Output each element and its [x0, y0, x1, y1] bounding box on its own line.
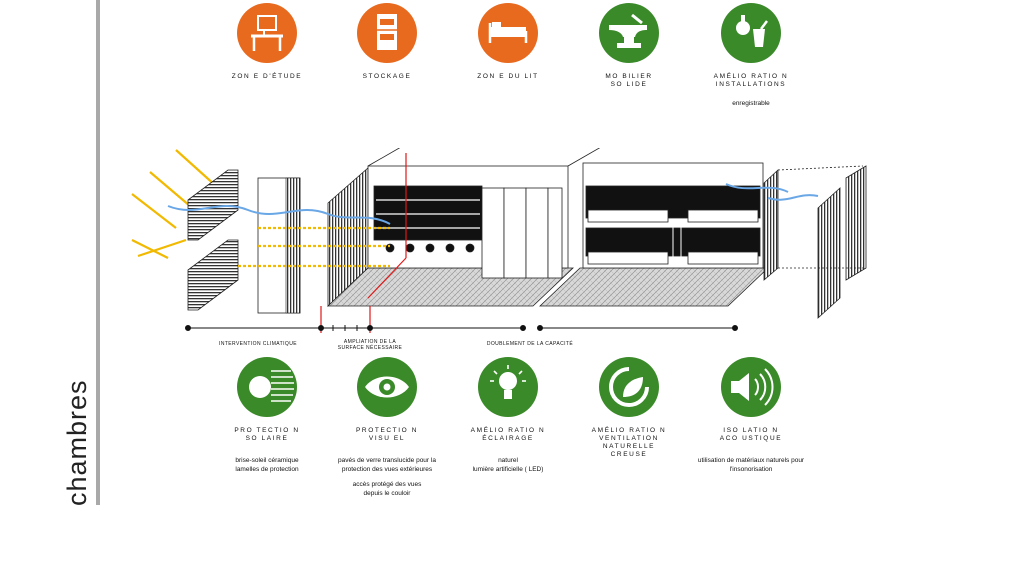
- top-item-label-bed: ZON E DU LIT: [477, 73, 539, 80]
- bottom-item-desc-visual: pavés de verre translucide pour la prote…: [338, 457, 436, 473]
- top-item-label-storage: STOCKAGE: [362, 73, 412, 80]
- side-divider: [96, 0, 100, 505]
- bottom-item-desc-lighting: naturel lumière artificielle ( LED): [472, 457, 544, 473]
- top-item-label-furniture: MO BILIER SO LIDE: [605, 73, 653, 88]
- bottom-item-desc-acoustic: utilisation de matériaux naturels pour l…: [697, 457, 805, 473]
- desk-icon: [237, 3, 297, 63]
- scale-label-climate: INTERVENTION CLIMATIQUE: [219, 341, 297, 347]
- storage-icon: [357, 3, 417, 63]
- scale-label-surface: AMPLIATION DE LA SURFACE NÉCESSAIRE: [337, 339, 403, 351]
- scale-bar: [185, 325, 738, 331]
- brise-soleil-louvers: [187, 169, 301, 314]
- scale-label-capacity: DOUBLEMENT DE LA CAPACITÉ: [486, 341, 574, 347]
- top-item-note-installations: enregistrable: [732, 100, 770, 107]
- speaker-icon: [721, 357, 781, 417]
- bottom-item-label-acoustic: ISO LATIO N ACO USTIQUE: [719, 427, 783, 442]
- bottom-item-desc2-visual: accès protégé des vues depuis le couloir: [352, 481, 422, 497]
- leaf-icon: [599, 357, 659, 417]
- sun-protection-icon: [237, 357, 297, 417]
- page-title: chambres: [62, 379, 92, 506]
- eye-icon: [357, 357, 417, 417]
- sun-rays: [131, 149, 217, 259]
- bottom-item-label-ventilation: AMÉLIO RATIO N VENTILATION NATURELLE CRE…: [591, 427, 667, 458]
- room-section-illustration: [131, 148, 867, 333]
- bottom-item-label-lighting: AMÉLIO RATIO N ÉCLAIRAGE: [470, 427, 546, 442]
- right-room: [538, 162, 867, 319]
- bottom-item-label-visual: PROTECTIO N VISU EL: [355, 427, 419, 442]
- bottom-item-desc-solar: brise-soleil céramique lamelles de prote…: [235, 457, 299, 473]
- anvil-icon: [599, 3, 659, 63]
- bottom-item-label-solar: PRO TECTIO N SO LAIRE: [234, 427, 300, 442]
- tools-icon: [721, 3, 781, 63]
- airflow-arrows: [167, 183, 819, 225]
- lightbulb-icon: [478, 357, 538, 417]
- daylight-arrows: [238, 226, 390, 268]
- left-room: [326, 148, 601, 307]
- top-item-label-study: ZON E D'ÉTUDE: [231, 73, 303, 80]
- bed-icon: [478, 3, 538, 63]
- top-item-label-installations: AMÉLIO RATIO N INSTALLATIONS: [713, 73, 789, 88]
